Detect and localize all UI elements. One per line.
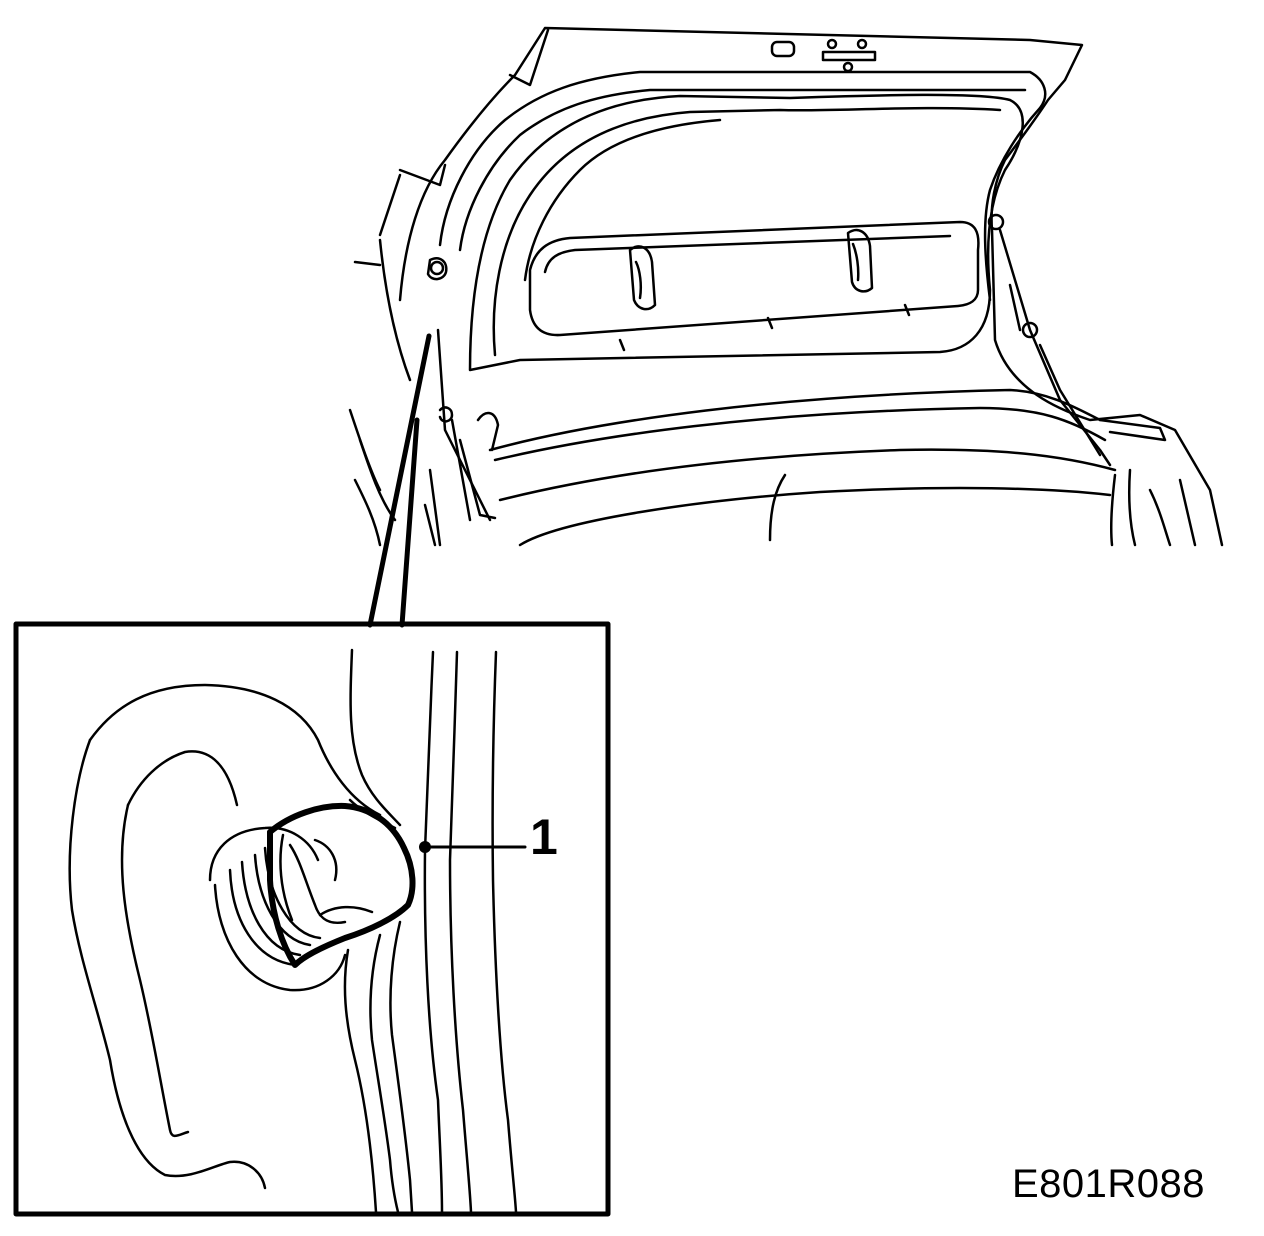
- figure-code-label: E801R088: [1012, 1162, 1206, 1206]
- detail-inset-drawing: [68, 648, 518, 1214]
- trunk-lid-overview: [348, 26, 1224, 547]
- callout-number-label: 1: [530, 809, 558, 865]
- detail-inset-frame: [13, 621, 611, 1217]
- detail-leader-lines: [367, 333, 432, 628]
- callout-1-pointer: [419, 841, 527, 853]
